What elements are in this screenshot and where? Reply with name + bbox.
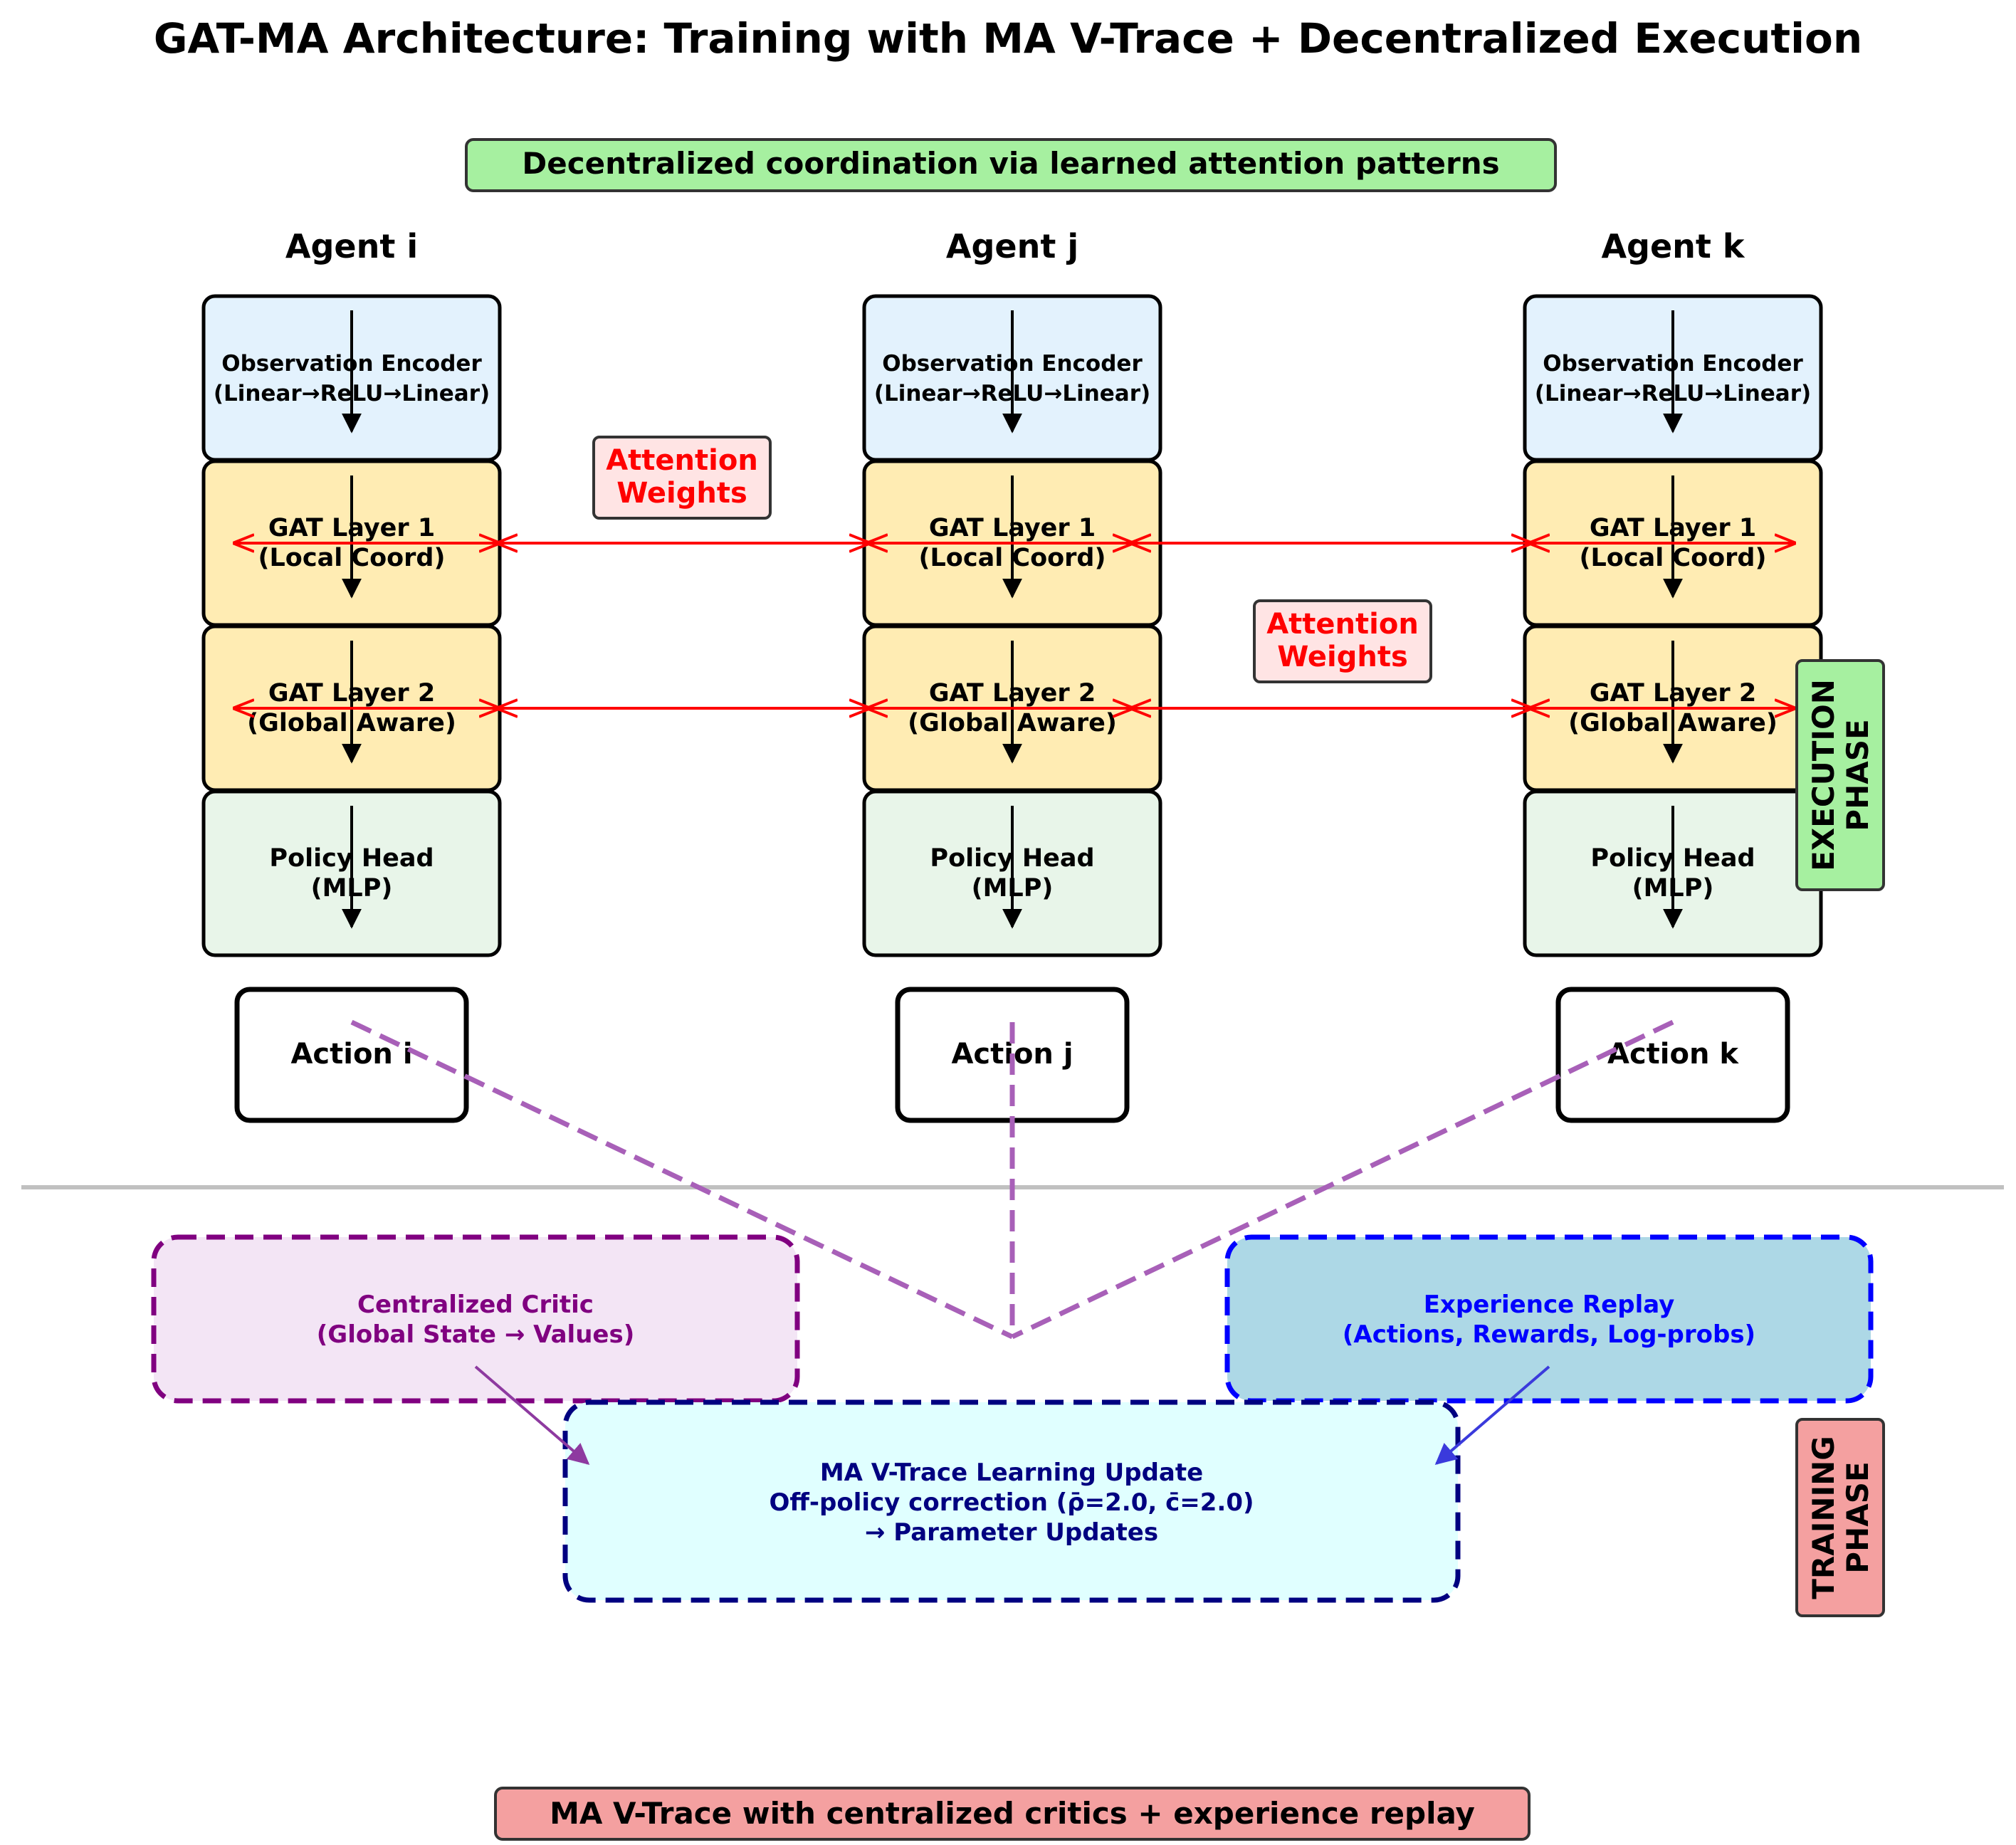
update-line2: Off-policy correction (ρ̄=2.0, c̄=2.0) xyxy=(769,1488,1254,1517)
attention-label-2: Attention Weights xyxy=(1253,599,1432,683)
top-banner-box xyxy=(465,138,1557,192)
attention-label-1-line2: Weights xyxy=(616,477,747,510)
training-phase-label: TRAINING PHASE xyxy=(1795,1418,1885,1617)
centralized-critic: Centralized Critic (Global State → Value… xyxy=(151,1234,800,1404)
attention-label-1-line1: Attention xyxy=(606,444,758,477)
training-phase-box xyxy=(1795,1418,1885,1617)
action-k-link xyxy=(1011,1019,1674,1340)
agent-name: Agent k xyxy=(1601,227,1745,266)
replay-box xyxy=(1224,1234,1874,1404)
training-phase-line2: PHASE xyxy=(1840,1461,1875,1573)
execution-phase-line2: PHASE xyxy=(1840,719,1875,831)
attention-label-2-line1: Attention xyxy=(1266,608,1419,641)
critic-to-update-arrow xyxy=(474,1365,590,1465)
execution-phase-label: EXECUTION PHASE xyxy=(1795,659,1885,891)
training-phase-line1: TRAINING xyxy=(1806,1436,1841,1599)
top-banner-text: Decentralized coordination via learned a… xyxy=(522,146,1499,181)
experience-replay: Experience Replay (Actions, Rewards, Log… xyxy=(1224,1234,1874,1404)
vtrace-update: MA V-Trace Learning Update Off-policy co… xyxy=(562,1399,1461,1603)
agent-name: Agent i xyxy=(285,227,418,266)
replay-line2: (Actions, Rewards, Log-probs) xyxy=(1343,1320,1755,1349)
attention-label-1: Attention Weights xyxy=(592,436,772,520)
replay-to-update-arrow xyxy=(1434,1365,1550,1465)
action-box xyxy=(1555,987,1790,1123)
action-i-link xyxy=(350,1019,1014,1340)
bottom-banner-box xyxy=(494,1787,1531,1841)
execution-phase-line1: EXECUTION xyxy=(1806,679,1841,871)
attention-layer xyxy=(235,543,1794,708)
update-line3: → Parameter Updates xyxy=(865,1518,1158,1547)
bottom-banner-text: MA V-Trace with centralized critics + ex… xyxy=(550,1796,1475,1831)
attention-label-2-box xyxy=(1253,599,1432,683)
attention-label-1-box xyxy=(592,436,772,520)
attention-label-2-line2: Weights xyxy=(1277,641,1408,673)
diagram-title: GAT-MA Architecture: Training with MA V-… xyxy=(154,14,1862,63)
update-box xyxy=(562,1399,1461,1603)
critic-line1: Centralized Critic xyxy=(357,1291,594,1319)
agent-name: Agent j xyxy=(946,227,1078,266)
replay-line1: Experience Replay xyxy=(1424,1291,1675,1319)
action-box xyxy=(234,987,469,1123)
critic-box xyxy=(151,1234,800,1404)
update-line1: MA V-Trace Learning Update xyxy=(820,1458,1203,1487)
critic-line2: (Global State → Values) xyxy=(317,1320,634,1349)
execution-phase-box xyxy=(1795,659,1885,891)
action-links xyxy=(350,1019,1674,1340)
